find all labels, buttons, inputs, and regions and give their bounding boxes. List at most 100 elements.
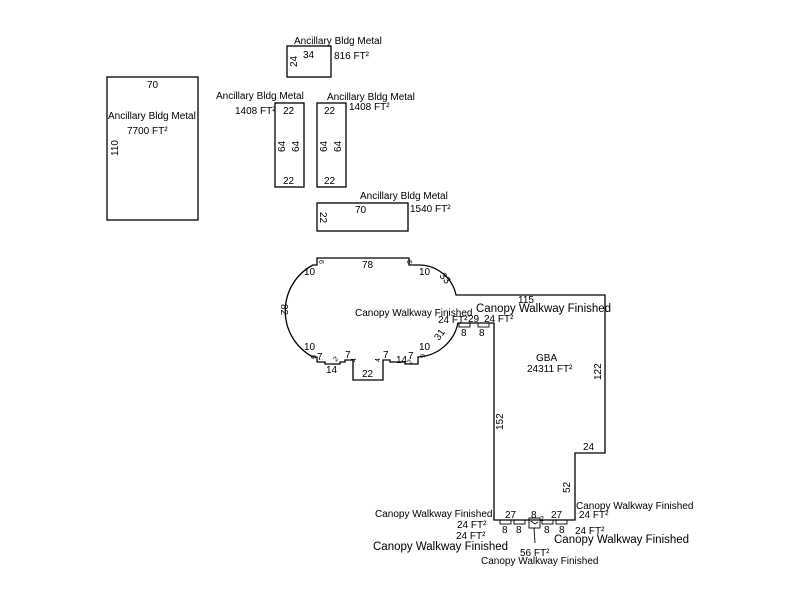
canopy-dim: 8	[544, 525, 550, 536]
canopy-label: Canopy Walkway Finished	[481, 556, 598, 567]
canopy-area: 24 FT²	[575, 526, 605, 537]
dim-bot-r14: 14	[396, 355, 408, 366]
dim-arc-tr: 33	[437, 271, 453, 287]
dim-left: 110	[110, 140, 121, 156]
building-7700[interactable]: 70 110 Ancillary Bldg Metal 7700 FT²	[106, 76, 199, 221]
dim-bottom-27b: 27	[551, 510, 563, 521]
dim-bot-4b: 4	[375, 358, 382, 362]
dim-left: 24	[289, 55, 300, 67]
dim-bot-r6: 6	[418, 354, 425, 358]
canopy-label: Canopy Walkway Finished	[373, 541, 508, 553]
canopy-outline	[528, 517, 541, 529]
dim-bottom-8: 8	[531, 510, 537, 521]
building-area: 1408 FT²	[235, 106, 276, 117]
dim-top-right-step: 6	[405, 260, 412, 264]
canopy-bottom-1[interactable]: 8 Canopy Walkway Finished 24 FT²	[375, 509, 512, 536]
canopy-label: Canopy Walkway Finished	[576, 501, 693, 512]
canopy-bottom-2[interactable]: 8 Canopy Walkway Finished 24 FT²	[373, 519, 526, 553]
dim-inner-29: 29	[468, 314, 480, 325]
building-label: Ancillary Bldg Metal	[216, 91, 304, 102]
dim-bottom-2: 2	[540, 516, 544, 523]
building-outline	[274, 102, 305, 188]
canopy-top-left[interactable]: 8 Canopy Walkway Finished 24 FT²	[355, 308, 472, 339]
building-1408-left[interactable]: Ancillary Bldg Metal 1408 FT² 22 22 64 6…	[216, 91, 305, 188]
dim-notch-h: 24	[583, 442, 595, 453]
canopy-dim: 8	[516, 525, 522, 536]
canopy-label: Canopy Walkway Finished	[355, 308, 472, 319]
building-area: 1540 FT²	[410, 204, 451, 215]
gba-label: GBA	[536, 353, 557, 364]
canopy-label: Canopy Walkway Finished	[476, 303, 611, 315]
dim-top: 70	[355, 205, 367, 216]
dim-right: 64	[333, 140, 344, 152]
dim-right-side: 122	[593, 363, 604, 380]
canopy-dim: 8	[502, 525, 508, 536]
dim-top: 34	[303, 50, 315, 61]
dim-bot-l7a: 7	[317, 352, 323, 363]
canopy-dim: 8	[479, 328, 485, 339]
dim-bottom: 22	[283, 176, 295, 187]
canopy-top-right[interactable]: 8 Canopy Walkway Finished 24 FT²	[476, 303, 611, 339]
canopy-outline	[458, 322, 471, 328]
canopy-outline	[513, 519, 526, 525]
dim-top-right-10: 10	[419, 267, 431, 278]
dim-top-left-10: 10	[304, 267, 316, 278]
canopy-area: 24 FT²	[438, 315, 468, 326]
dim-bot-22: 22	[362, 369, 374, 380]
dim-top: 70	[147, 80, 159, 91]
canopy-area: 56 FT²	[520, 548, 550, 559]
building-area: 1408 FT²	[349, 102, 390, 113]
canopy-outline	[477, 322, 490, 328]
building-816[interactable]: Ancillary Bldg Metal 816 FT² 34 24	[286, 36, 382, 78]
dim-right: 64	[291, 140, 302, 152]
dim-notch-v: 52	[562, 481, 573, 493]
building-gba[interactable]: GBA 24311 FT² 78 6 6 10 10 33 82 115 122…	[278, 257, 606, 523]
canopy-area: 24 FT²	[456, 531, 486, 542]
dim-left: 64	[319, 140, 330, 152]
building-label: Ancillary Bldg Metal	[108, 111, 196, 122]
building-1540[interactable]: Ancillary Bldg Metal 1540 FT² 70 22	[316, 191, 451, 232]
gba-area: 24311 FT²	[527, 364, 573, 375]
dim-bot-l7b: 7	[345, 350, 351, 361]
dim-bot-r7a: 7	[383, 350, 389, 361]
canopy-bottom-3[interactable]: 8 Canopy Walkway Finished 24 FT²	[541, 501, 693, 536]
building-label: Ancillary Bldg Metal	[360, 191, 448, 202]
canopy-bottom-4[interactable]: 8 24 FT² Canopy Walkway Finished	[554, 519, 689, 546]
canopy-dim: 8	[559, 525, 565, 536]
canopy-label: Canopy Walkway Finished	[554, 534, 689, 546]
dim-bot-right-10: 10	[419, 342, 431, 353]
building-area: 816 FT²	[334, 51, 370, 62]
canopy-outline	[499, 519, 512, 525]
building-outline	[286, 45, 332, 78]
dim-left: 22	[317, 212, 328, 224]
canopy-label: Canopy Walkway Finished	[375, 509, 492, 520]
dim-bot-r2: 2	[406, 359, 414, 367]
canopy-outline	[541, 519, 554, 525]
building-outline	[106, 76, 199, 221]
canopy-area: 24 FT²	[484, 314, 514, 325]
dim-bottom: 22	[324, 176, 336, 187]
building-1408-right[interactable]: Ancillary Bldg Metal 1408 FT² 22 22 64 6…	[316, 92, 415, 188]
dim-inner-left: 152	[495, 413, 506, 430]
dim-top-left-step: 6	[317, 260, 324, 264]
canopy-area: 24 FT²	[579, 510, 609, 521]
canopy-bottom-center[interactable]: 56 FT² Canopy Walkway Finished	[481, 517, 598, 567]
dim-left: 64	[277, 140, 288, 152]
canopy-dim: 8	[461, 328, 467, 339]
building-label: Ancillary Bldg Metal	[327, 92, 415, 103]
dim-right-top: 115	[518, 295, 534, 306]
building-label: Ancillary Bldg Metal	[294, 36, 382, 47]
canopy-area: 24 FT²	[457, 520, 487, 531]
building-outline	[316, 202, 409, 232]
dim-top-flat: 78	[362, 260, 374, 271]
dim-top: 22	[324, 106, 336, 117]
leader-line	[533, 527, 536, 544]
building-area: 7700 FT²	[127, 126, 168, 137]
dim-bot-left-10: 10	[304, 342, 316, 353]
canopy-marker	[530, 520, 539, 525]
dim-bot-l2: 2	[332, 356, 340, 364]
dim-bot-l14: 14	[326, 365, 338, 376]
dim-bot-r7b: 7	[408, 351, 414, 362]
gba-outline	[284, 257, 606, 521]
